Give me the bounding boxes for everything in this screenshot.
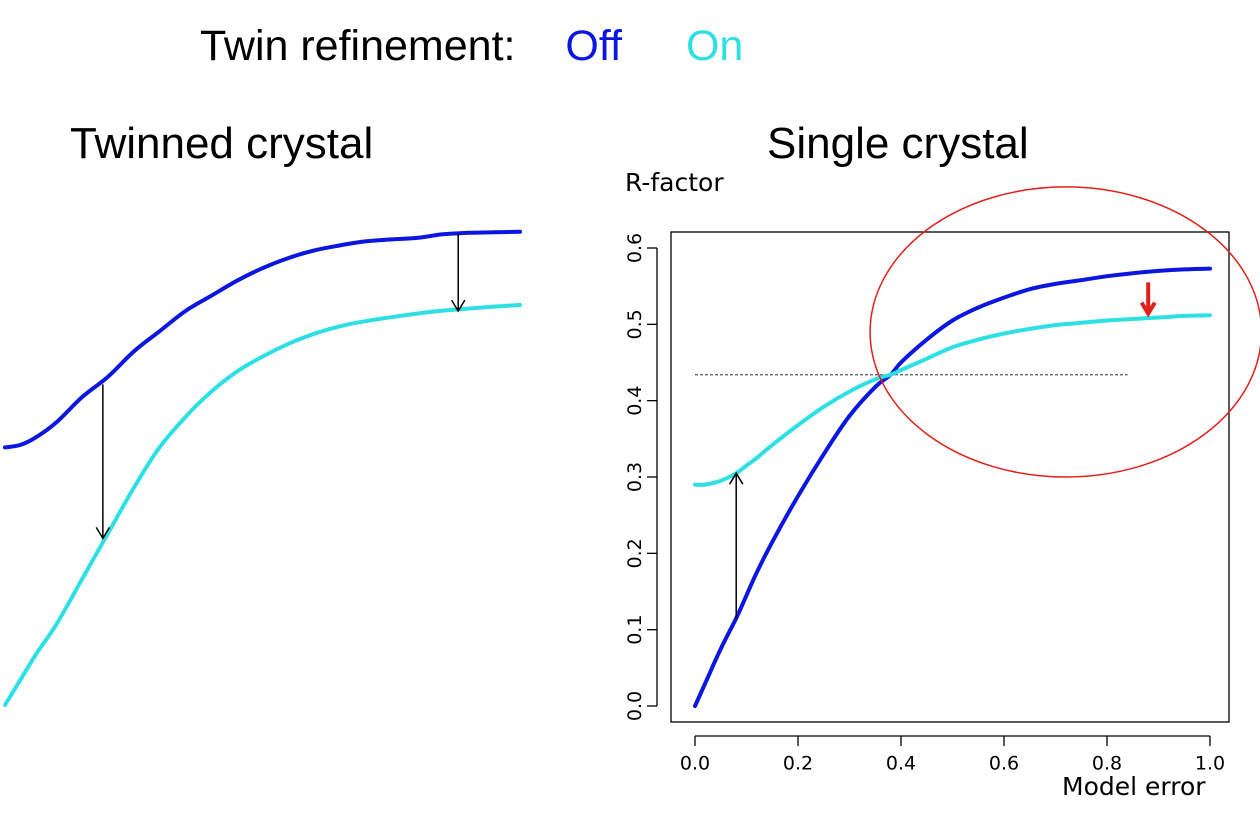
- y-tick-label: 0.3: [624, 462, 646, 492]
- legend-entry-on: On: [685, 22, 744, 70]
- x-tick-label: 0.2: [783, 753, 813, 775]
- y-axis-label: R-factor: [625, 168, 724, 197]
- red-highlight-arrow: [1139, 282, 1157, 318]
- single-series-on-line: [693, 313, 1212, 487]
- twinned-arrow-2: [450, 233, 466, 313]
- red-highlight-arrow-head: [1139, 301, 1157, 318]
- legend-prefix: Twin refinement:: [200, 22, 516, 70]
- legend-header: Twin refinement: Off On: [200, 18, 743, 74]
- y-tick-label: 0.5: [624, 309, 646, 339]
- single-black-arrow: [728, 471, 744, 619]
- single-black-arrow-head: [728, 471, 744, 485]
- chart-title-twinned: Twinned crystal: [70, 119, 374, 168]
- single-series-off-line: [693, 266, 1212, 708]
- x-tick-label: 0.0: [680, 753, 710, 775]
- y-tick-label: 0.0: [624, 691, 646, 721]
- twinned-arrow-1: [95, 384, 111, 540]
- twinned-arrow-1-head: [95, 526, 111, 540]
- x-axis-label: Model error: [1062, 772, 1206, 801]
- red-highlight-ellipse: [869, 186, 1260, 478]
- x-tick-label: 1.0: [1195, 753, 1225, 775]
- legend-entry-off: Off: [565, 22, 622, 70]
- x-tick-label: 0.4: [886, 753, 916, 775]
- y-tick-label: 0.4: [624, 386, 646, 416]
- twinned-series-on-line: [3, 303, 522, 707]
- twinned-arrow-2-head: [450, 299, 466, 313]
- twinned-series-off-line: [3, 229, 522, 450]
- y-axis: 0.0 0.1 0.2 0.3 0.4 0.5 0.6: [624, 233, 658, 721]
- y-tick-label: 0.2: [624, 538, 646, 568]
- x-axis: 0.0 0.2 0.4 0.6 0.8 1.0: [680, 735, 1225, 775]
- x-tick-label: 0.8: [1092, 753, 1122, 775]
- y-tick-label: 0.1: [624, 615, 646, 645]
- y-tick-label: 0.6: [624, 233, 646, 263]
- x-tick-label: 0.6: [989, 753, 1019, 775]
- plot-frame: [670, 231, 1230, 723]
- chart-title-single: Single crystal: [767, 119, 1029, 168]
